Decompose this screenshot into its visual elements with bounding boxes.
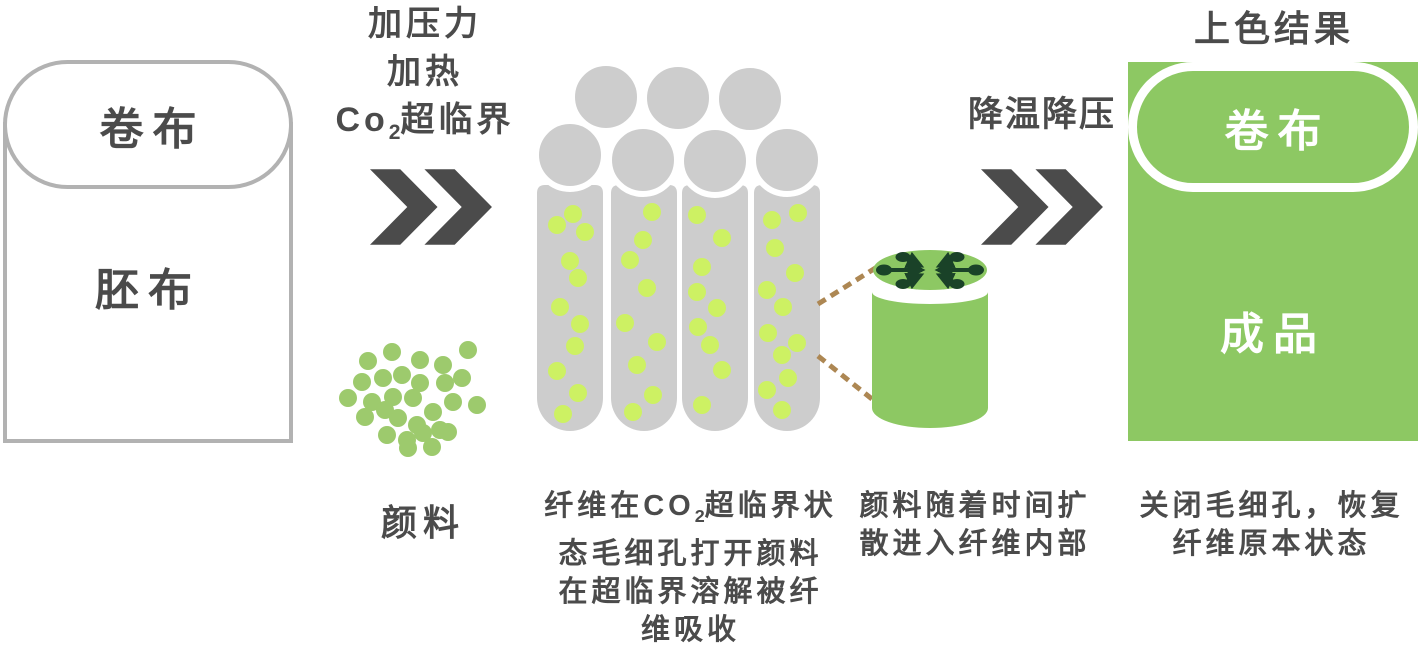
callout-dashed-lines <box>816 264 879 401</box>
diffusion-arrows-icon <box>876 251 984 290</box>
dyed-fabric-figure: 卷布 成品 <box>1128 62 1418 441</box>
greige-fabric-label: 胚布 <box>95 266 201 315</box>
undyed-fabric-figure: 卷布 胚布 <box>3 60 293 443</box>
finished-product-label: 成品 <box>1220 310 1326 359</box>
fabric-roll-pill: 卷布 <box>3 60 293 189</box>
closing-pores-caption: 关闭毛细孔，恢复 纤维原本状态 <box>1139 490 1404 560</box>
step1-line-pressure: 加压力 <box>368 5 482 43</box>
diffusion-caption: 颜料随着时间扩 散进入纤维内部 <box>859 490 1091 560</box>
dyed-roll-label: 卷布 <box>1224 107 1331 156</box>
double-chevron-arrow-icon <box>981 169 1103 245</box>
step1-line-heat: 加热 <box>387 53 463 91</box>
step1-conditions-text: 加压力 加热 Co2超临界 <box>322 0 528 157</box>
double-chevron-arrow-icon <box>370 169 492 245</box>
fiber-process-caption: 纤维在CO2超临界状 态毛细孔打开颜料 在超临界溶解被纤 维吸收 <box>544 490 837 646</box>
step2-conditions-text: 降温降压 <box>967 95 1116 134</box>
fabric-roll-label: 卷布 <box>99 104 206 154</box>
result-title: 上色结果 <box>1193 8 1354 49</box>
pigment-label: 颜料 <box>380 502 465 543</box>
dyed-roll-pill: 卷布 <box>1128 62 1418 192</box>
fiber-bundle-graphic <box>533 60 824 431</box>
step1-line-co2: Co2超临界 <box>335 101 515 144</box>
pigment-dots-graphic <box>339 341 486 457</box>
fiber-closeup-graphic <box>816 250 988 428</box>
